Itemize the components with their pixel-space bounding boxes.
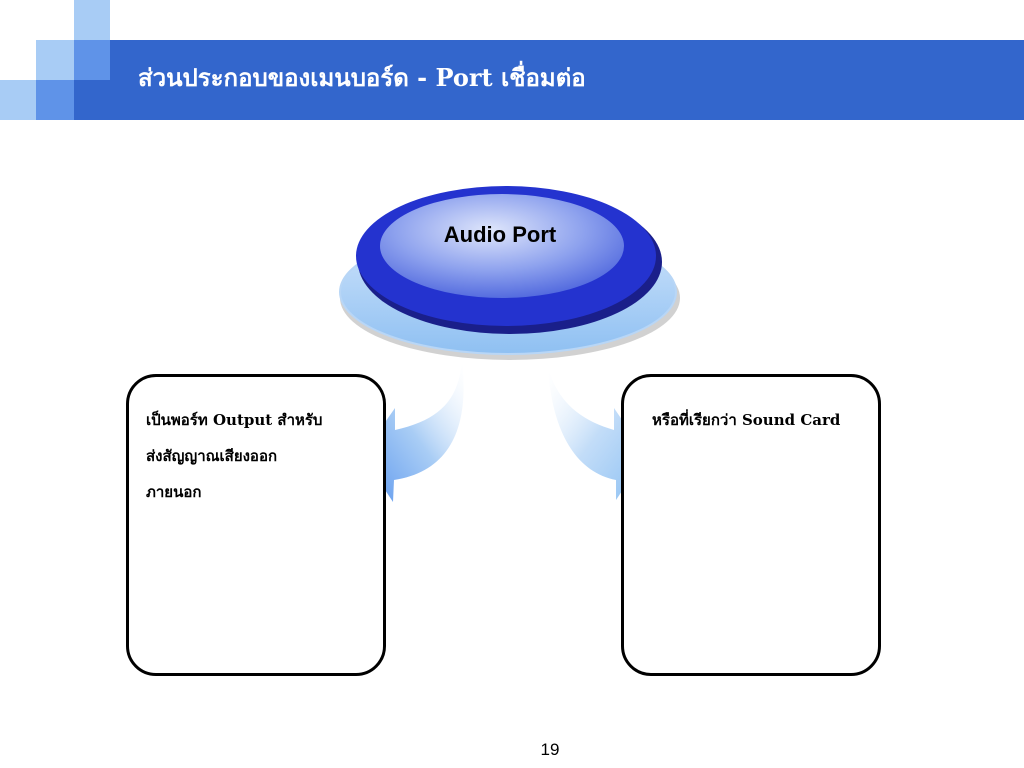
decor-square xyxy=(36,40,74,80)
right-info-box xyxy=(621,374,881,676)
title-bar xyxy=(110,40,1024,120)
left-box-line: ภายนอก xyxy=(146,483,202,501)
decor-square xyxy=(74,40,110,80)
page-number: 19 xyxy=(540,740,560,759)
left-info-box xyxy=(126,374,386,676)
button-top xyxy=(380,194,624,298)
decor-square xyxy=(36,80,74,120)
right-box-line: หรือที่เรียกว่า Sound Card xyxy=(652,411,841,429)
left-box-line: เป็นพอร์ท Output สำหรับ xyxy=(146,411,323,429)
arrow-left xyxy=(362,362,464,502)
left-box-line: ส่งสัญญาณเสียงออก xyxy=(146,447,278,465)
slide-title: ส่วนประกอบของเมนบอร์ด - Port เชื่อมต่อ xyxy=(138,63,586,92)
decor-square xyxy=(0,80,36,120)
title-bar-corner xyxy=(74,80,110,120)
right-box-text: หรือที่เรียกว่า Sound Card xyxy=(652,402,874,438)
decor-square xyxy=(74,0,110,40)
center-label: Audio Port xyxy=(443,222,557,247)
left-box-text: เป็นพอร์ท Output สำหรับ ส่งสัญญาณเสียงออ… xyxy=(146,402,376,510)
